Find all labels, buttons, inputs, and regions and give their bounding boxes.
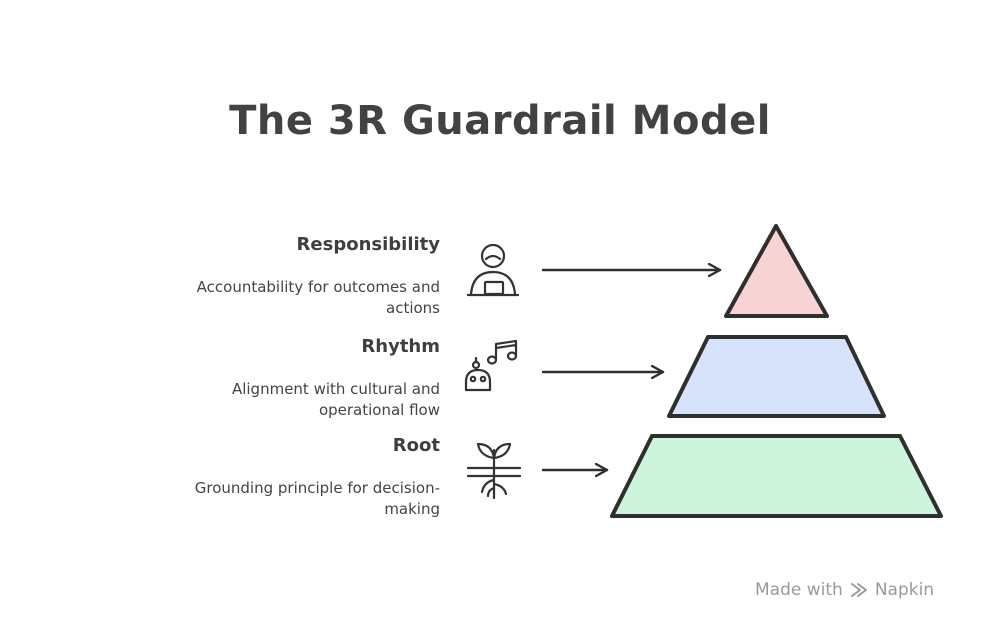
level-name: Rhythm bbox=[361, 336, 440, 357]
footer-attribution: Made with Napkin bbox=[755, 580, 934, 600]
level-name: Root bbox=[392, 435, 440, 456]
level-description: Accountability for outcomes and actions bbox=[100, 277, 440, 319]
sprouting-plant-icon bbox=[466, 442, 522, 500]
pyramid-tier-rhythm bbox=[667, 335, 886, 418]
description-line: making bbox=[384, 500, 440, 518]
diagram-title: The 3R Guardrail Model bbox=[229, 98, 771, 144]
level-description: Grounding principle for decision- making bbox=[100, 478, 440, 520]
description-line: operational flow bbox=[318, 401, 440, 419]
made-with-label: Made with bbox=[755, 580, 843, 600]
person-at-desk-icon bbox=[466, 243, 520, 297]
brand-name: Napkin bbox=[874, 580, 935, 600]
description-line: Alignment with cultural and bbox=[231, 380, 440, 398]
level-name: Responsibility bbox=[296, 234, 440, 255]
description-line: Accountability for outcomes and bbox=[196, 278, 440, 296]
level-description: Alignment with cultural and operational … bbox=[100, 379, 440, 421]
pyramid-tier-root bbox=[610, 434, 943, 518]
level-root: Root Grounding principle for decision- m… bbox=[100, 435, 440, 520]
napkin-logo-icon bbox=[850, 583, 867, 597]
level-responsibility: Responsibility Accountability for outcom… bbox=[100, 234, 440, 319]
pyramid-tier-responsibility bbox=[724, 224, 829, 318]
description-line: Grounding principle for decision- bbox=[194, 479, 440, 497]
level-rhythm: Rhythm Alignment with cultural and opera… bbox=[100, 336, 440, 421]
description-line: actions bbox=[386, 299, 440, 317]
music-notes-icon bbox=[464, 339, 518, 392]
